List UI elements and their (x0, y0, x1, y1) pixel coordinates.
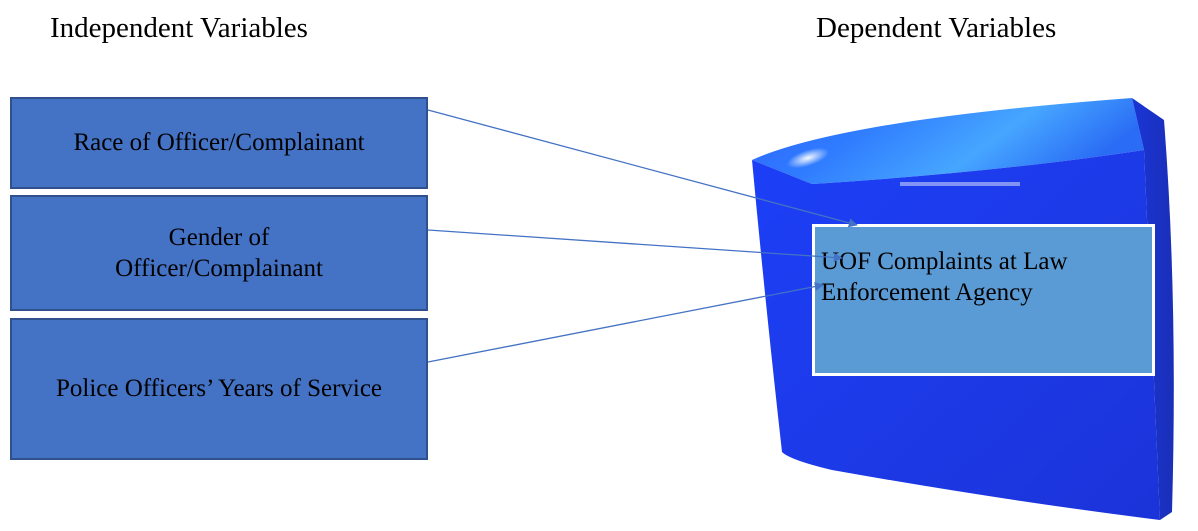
years-of-service-variable-box: Police Officers’ Years of Service (10, 318, 428, 460)
dependent-variables-heading: Dependent Variables (816, 12, 1057, 44)
gender-variable-box: Gender of Officer/Complainant (10, 195, 428, 311)
gender-variable-label: Gender of Officer/Complainant (115, 223, 323, 282)
race-variable-label: Race of Officer/Complainant (73, 129, 365, 157)
dependent-variable-label: UOF Complaints at Law Enforcement Agency (821, 248, 1068, 306)
race-variable-box: Race of Officer/Complainant (10, 97, 428, 189)
years-of-service-variable-label: Police Officers’ Years of Service (55, 375, 383, 403)
independent-variables-heading: Independent Variables (50, 12, 308, 44)
dependent-variable-box: UOF Complaints at Law Enforcement Agency (812, 224, 1155, 376)
